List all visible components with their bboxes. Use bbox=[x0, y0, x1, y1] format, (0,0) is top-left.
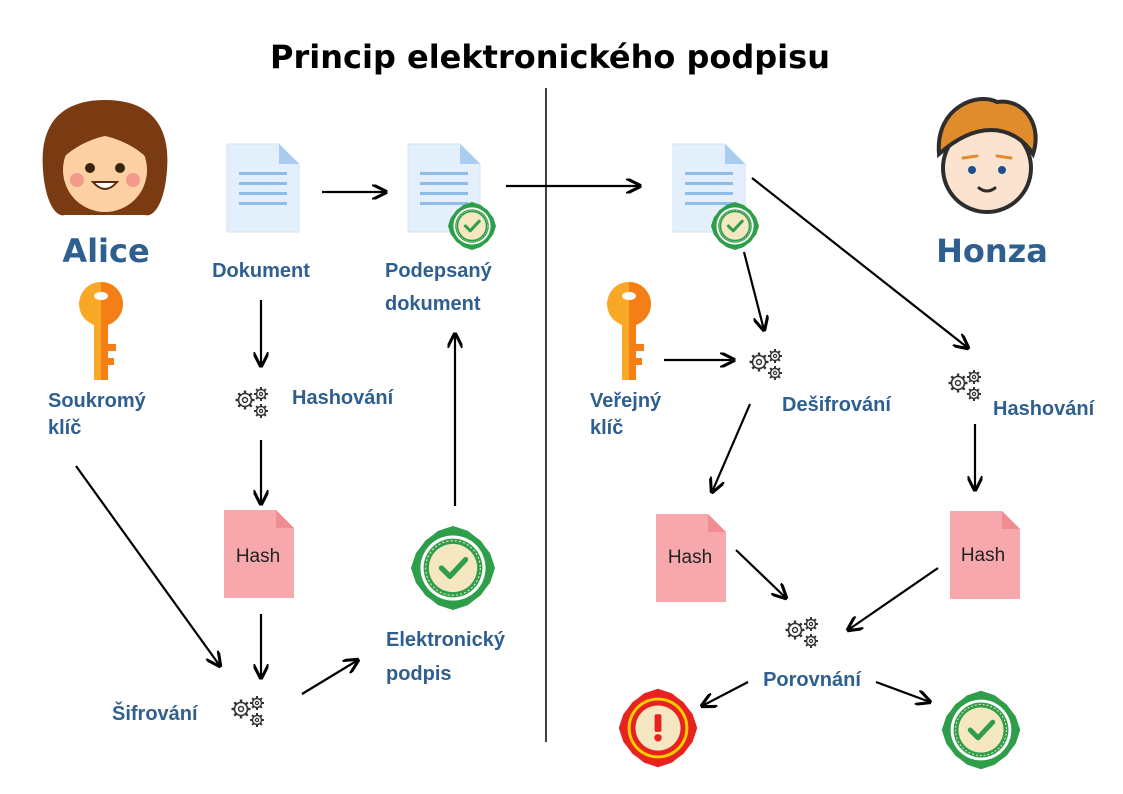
signed-document-label-line1: Podepsaný bbox=[385, 260, 493, 282]
computed-hash-label: Hash bbox=[961, 545, 1005, 566]
hashing-gears-icon bbox=[236, 387, 269, 418]
public-key-label-line2: klíč bbox=[590, 417, 623, 439]
arrow-received-to-decryption bbox=[742, 251, 764, 330]
arrow-encryption-to-signature bbox=[301, 660, 358, 695]
comparison-label: Porovnání bbox=[763, 669, 862, 691]
arrow-left-hash-to-comparison bbox=[735, 549, 786, 598]
honza-avatar-icon bbox=[936, 96, 1038, 214]
valid-seal-icon bbox=[942, 691, 1020, 769]
arrow-received-to-hashing bbox=[751, 177, 968, 348]
invalid-seal-icon bbox=[618, 688, 698, 768]
honza-hashing-label: Hashování bbox=[993, 398, 1096, 420]
alice-name: Alice bbox=[62, 232, 149, 270]
honza-name: Honza bbox=[936, 232, 1048, 270]
decryption-gears-icon bbox=[750, 349, 783, 380]
decrypted-hash-label: Hash bbox=[668, 547, 712, 568]
arrow-right-hash-to-comparison bbox=[848, 567, 939, 630]
decryption-label: Dešifrování bbox=[782, 394, 892, 416]
private-key-icon bbox=[79, 282, 123, 380]
public-key-icon bbox=[607, 282, 651, 380]
encryption-label: Šifrování bbox=[112, 701, 199, 725]
honza-hashing-gears-icon bbox=[949, 370, 982, 401]
arrow-decryption-to-hash bbox=[712, 403, 752, 492]
arrow-comparison-to-valid bbox=[875, 680, 930, 702]
alice-avatar-icon bbox=[42, 100, 168, 216]
private-key-label-line2: klíč bbox=[48, 417, 81, 439]
signature-seal-icon bbox=[411, 526, 495, 610]
document-icon bbox=[226, 143, 300, 233]
arrow-key-to-encryption bbox=[75, 465, 220, 666]
hash-label: Hash bbox=[236, 546, 280, 567]
document-label: Dokument bbox=[212, 260, 310, 282]
private-key-label-line1: Soukromý bbox=[48, 390, 147, 412]
public-key-label-line1: Veřejný bbox=[590, 390, 662, 412]
signature-label-line2: podpis bbox=[386, 663, 452, 685]
hashing-label: Hashování bbox=[292, 387, 395, 409]
page-title: Princip elektronického podpisu bbox=[270, 38, 830, 76]
signature-label-line1: Elektronický bbox=[386, 629, 506, 651]
encryption-gears-icon bbox=[232, 696, 265, 727]
arrow-comparison-to-invalid bbox=[702, 681, 749, 706]
comparison-gears-icon bbox=[786, 617, 819, 648]
signed-document-label-line2: dokument bbox=[385, 293, 481, 315]
